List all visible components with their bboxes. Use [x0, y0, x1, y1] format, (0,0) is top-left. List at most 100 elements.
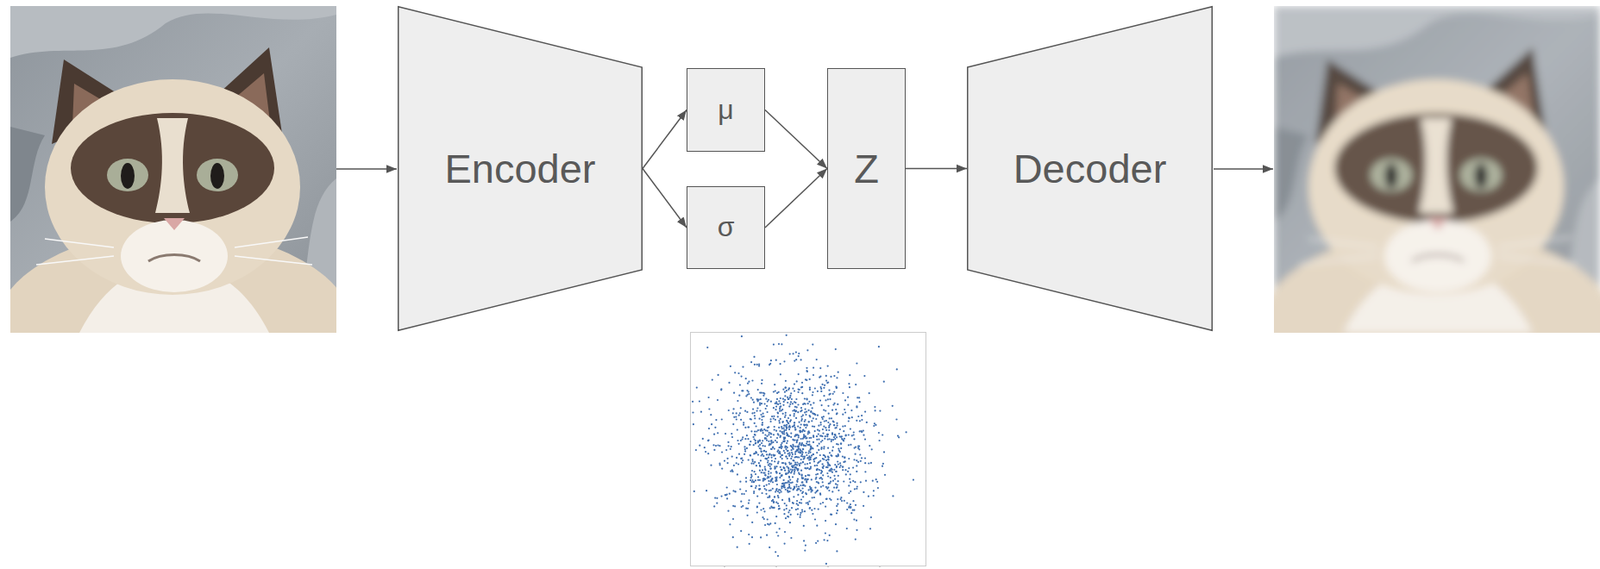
scatter-dot — [794, 433, 797, 436]
scatter-dot — [753, 461, 756, 464]
scatter-dot — [912, 479, 915, 482]
scatter-dot — [827, 466, 829, 469]
scatter-dot — [756, 407, 759, 409]
scatter-dot — [764, 478, 766, 481]
scatter-dot — [821, 383, 824, 386]
scatter-dot — [753, 470, 756, 473]
scatter-dot — [773, 426, 776, 428]
scatter-dot — [828, 429, 830, 432]
scatter-dot — [777, 496, 779, 499]
scatter-dot — [788, 500, 791, 502]
scatter-dot — [811, 391, 814, 394]
scatter-dot — [803, 430, 806, 433]
scatter-dot — [736, 429, 739, 432]
scatter-dot — [796, 403, 799, 406]
scatter-dot — [760, 451, 763, 453]
scatter-dot — [834, 438, 836, 440]
scatter-dot — [823, 420, 826, 423]
scatter-dot — [782, 462, 785, 465]
scatter-dot — [878, 345, 880, 348]
scatter-dot — [803, 433, 805, 436]
scatter-dot — [808, 440, 810, 443]
scatter-dot — [804, 426, 807, 429]
scatter-dot — [807, 457, 810, 459]
scatter-dot — [786, 515, 789, 518]
scatter-dot — [793, 486, 796, 489]
scatter-dot — [809, 462, 811, 465]
scatter-dot — [727, 409, 730, 412]
scatter-dot — [784, 517, 787, 520]
scatter-dot — [788, 485, 791, 488]
scatter-dot — [805, 437, 808, 440]
scatter-dot — [826, 435, 829, 438]
scatter-dot — [821, 416, 823, 419]
scatter-dot — [857, 461, 860, 464]
scatter-dot — [790, 469, 792, 471]
scatter-dot — [864, 411, 866, 414]
scatter-dot — [772, 390, 775, 393]
scatter-dot — [816, 445, 819, 447]
scatter-dot — [797, 355, 800, 358]
scatter-dot — [805, 379, 808, 382]
scatter-dot — [762, 508, 765, 510]
scatter-dot — [827, 464, 829, 467]
scatter-dot — [759, 464, 761, 467]
scatter-dot — [804, 451, 807, 454]
scatter-dot — [804, 545, 807, 547]
scatter-dot — [781, 427, 784, 430]
scatter-dot — [756, 506, 759, 509]
scatter-dot — [764, 474, 766, 477]
scatter-dot — [835, 387, 838, 390]
scatter-dot — [803, 484, 805, 487]
scatter-dot — [792, 502, 795, 505]
scatter-dot — [812, 441, 815, 444]
scatter-dot — [800, 470, 803, 472]
scatter-dot — [784, 482, 786, 484]
scatter-dot — [741, 436, 744, 439]
scatter-dot — [748, 444, 751, 446]
scatter-dot — [819, 434, 822, 437]
scatter-dot — [791, 388, 794, 390]
scatter-dot — [821, 478, 823, 481]
scatter-dot — [808, 500, 810, 502]
scatter-dot — [770, 506, 772, 509]
scatter-dot — [784, 448, 787, 451]
scatter-dot — [835, 376, 838, 379]
scatter-dot — [803, 411, 806, 414]
scatter-dot — [878, 432, 880, 434]
scatter-dot — [817, 439, 820, 441]
scatter-dot — [827, 365, 829, 368]
scatter-dot — [791, 426, 794, 428]
scatter-dot — [846, 508, 848, 511]
scatter-dot — [835, 512, 838, 515]
scatter-dot — [836, 460, 839, 463]
scatter-dot — [790, 451, 793, 454]
scatter-dot — [829, 481, 832, 484]
scatter-dot — [882, 463, 885, 465]
scatter-dot — [777, 403, 779, 406]
scatter-dot — [787, 417, 790, 420]
scatter-dot — [778, 527, 781, 530]
scatter-dot — [809, 444, 811, 446]
scatter-dot — [777, 434, 779, 437]
scatter-dot — [848, 386, 851, 389]
scatter-dot — [751, 475, 753, 477]
input-arrow — [336, 168, 397, 170]
scatter-dot — [811, 513, 814, 515]
scatter-dot — [762, 480, 765, 483]
scatter-dot — [788, 481, 791, 484]
scatter-dot — [714, 426, 716, 429]
scatter-dot — [763, 450, 766, 452]
scatter-dot — [774, 551, 777, 553]
scatter-dot — [787, 435, 790, 438]
scatter-dot — [874, 424, 877, 427]
scatter-dot — [779, 397, 782, 400]
scatter-dot — [779, 373, 782, 376]
scatter-dot — [781, 458, 784, 460]
scatter-dot — [784, 473, 787, 476]
scatter-dot — [834, 455, 837, 458]
scatter-dot — [745, 395, 747, 397]
scatter-dot — [796, 513, 799, 515]
scatter-dot — [801, 453, 804, 456]
scatter-dot — [745, 508, 747, 510]
